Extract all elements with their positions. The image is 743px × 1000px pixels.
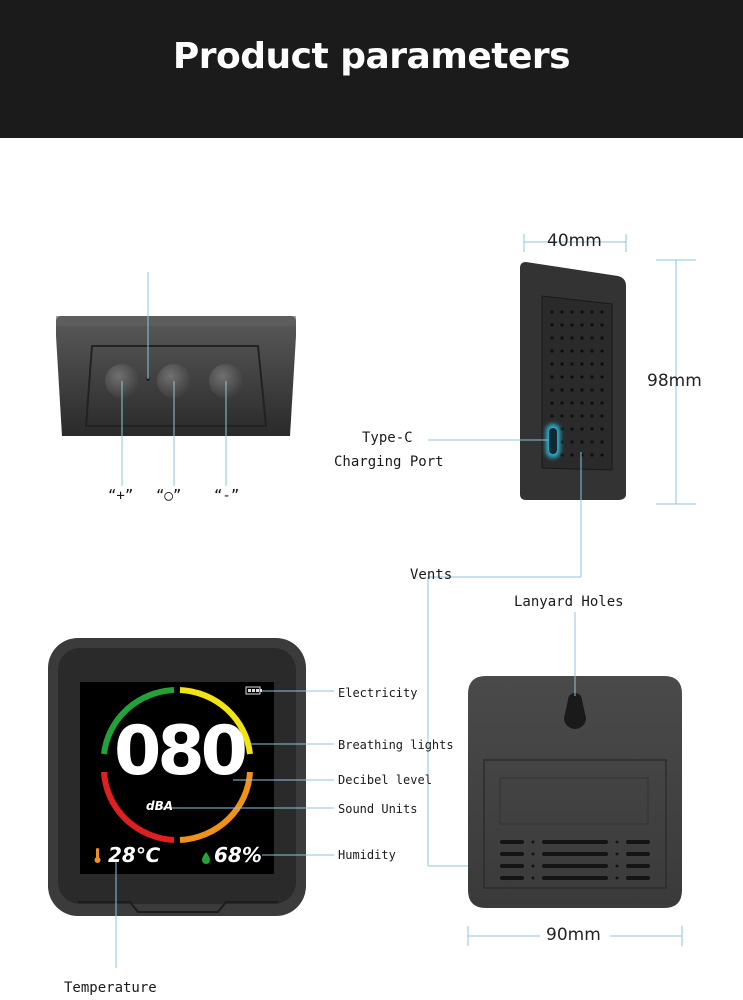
thermometer-icon bbox=[94, 848, 101, 863]
header-banner: Product parameters bbox=[0, 0, 743, 138]
humidity-label: Humidity bbox=[338, 848, 396, 862]
battery-icon bbox=[245, 686, 262, 695]
lanyard-label: Lanyard Holes bbox=[514, 594, 624, 610]
breathing-light-ring bbox=[101, 687, 253, 843]
port-label-line2: Charging Port bbox=[334, 454, 444, 470]
decibel-readout: 080 bbox=[114, 712, 248, 791]
width-dimension: 90mm bbox=[546, 925, 601, 945]
sound-unit-readout: dBA bbox=[146, 799, 174, 813]
device-back-view bbox=[467, 612, 683, 946]
minus-button-label: “-” bbox=[214, 488, 240, 504]
device-side-view bbox=[427, 234, 696, 867]
droplet-icon bbox=[202, 852, 210, 864]
temperature-label: Temperature bbox=[64, 980, 157, 996]
temperature-readout: 28℃ bbox=[108, 843, 161, 867]
vents-label: Vents bbox=[410, 567, 453, 583]
sound-units-label: Sound Units bbox=[338, 802, 418, 816]
decibel-level-label: Decibel level bbox=[338, 773, 432, 787]
back-vents bbox=[500, 840, 650, 880]
page-title: Product parameters bbox=[172, 36, 571, 77]
plus-button-label: “+” bbox=[108, 488, 134, 504]
mode-button-label: “◯” bbox=[156, 488, 182, 504]
port-label-line1: Type-C bbox=[362, 430, 413, 446]
lanyard-hole bbox=[564, 693, 586, 729]
humidity-readout: 68% bbox=[214, 843, 262, 867]
electricity-label: Electricity bbox=[338, 686, 418, 700]
height-dimension: 98mm bbox=[647, 371, 702, 391]
device-front-view bbox=[48, 638, 334, 968]
device-top-view bbox=[56, 272, 296, 486]
depth-dimension: 40mm bbox=[547, 231, 602, 251]
lcd-screen bbox=[80, 682, 274, 874]
breathing-lights-label: Breathing lights bbox=[338, 738, 454, 752]
